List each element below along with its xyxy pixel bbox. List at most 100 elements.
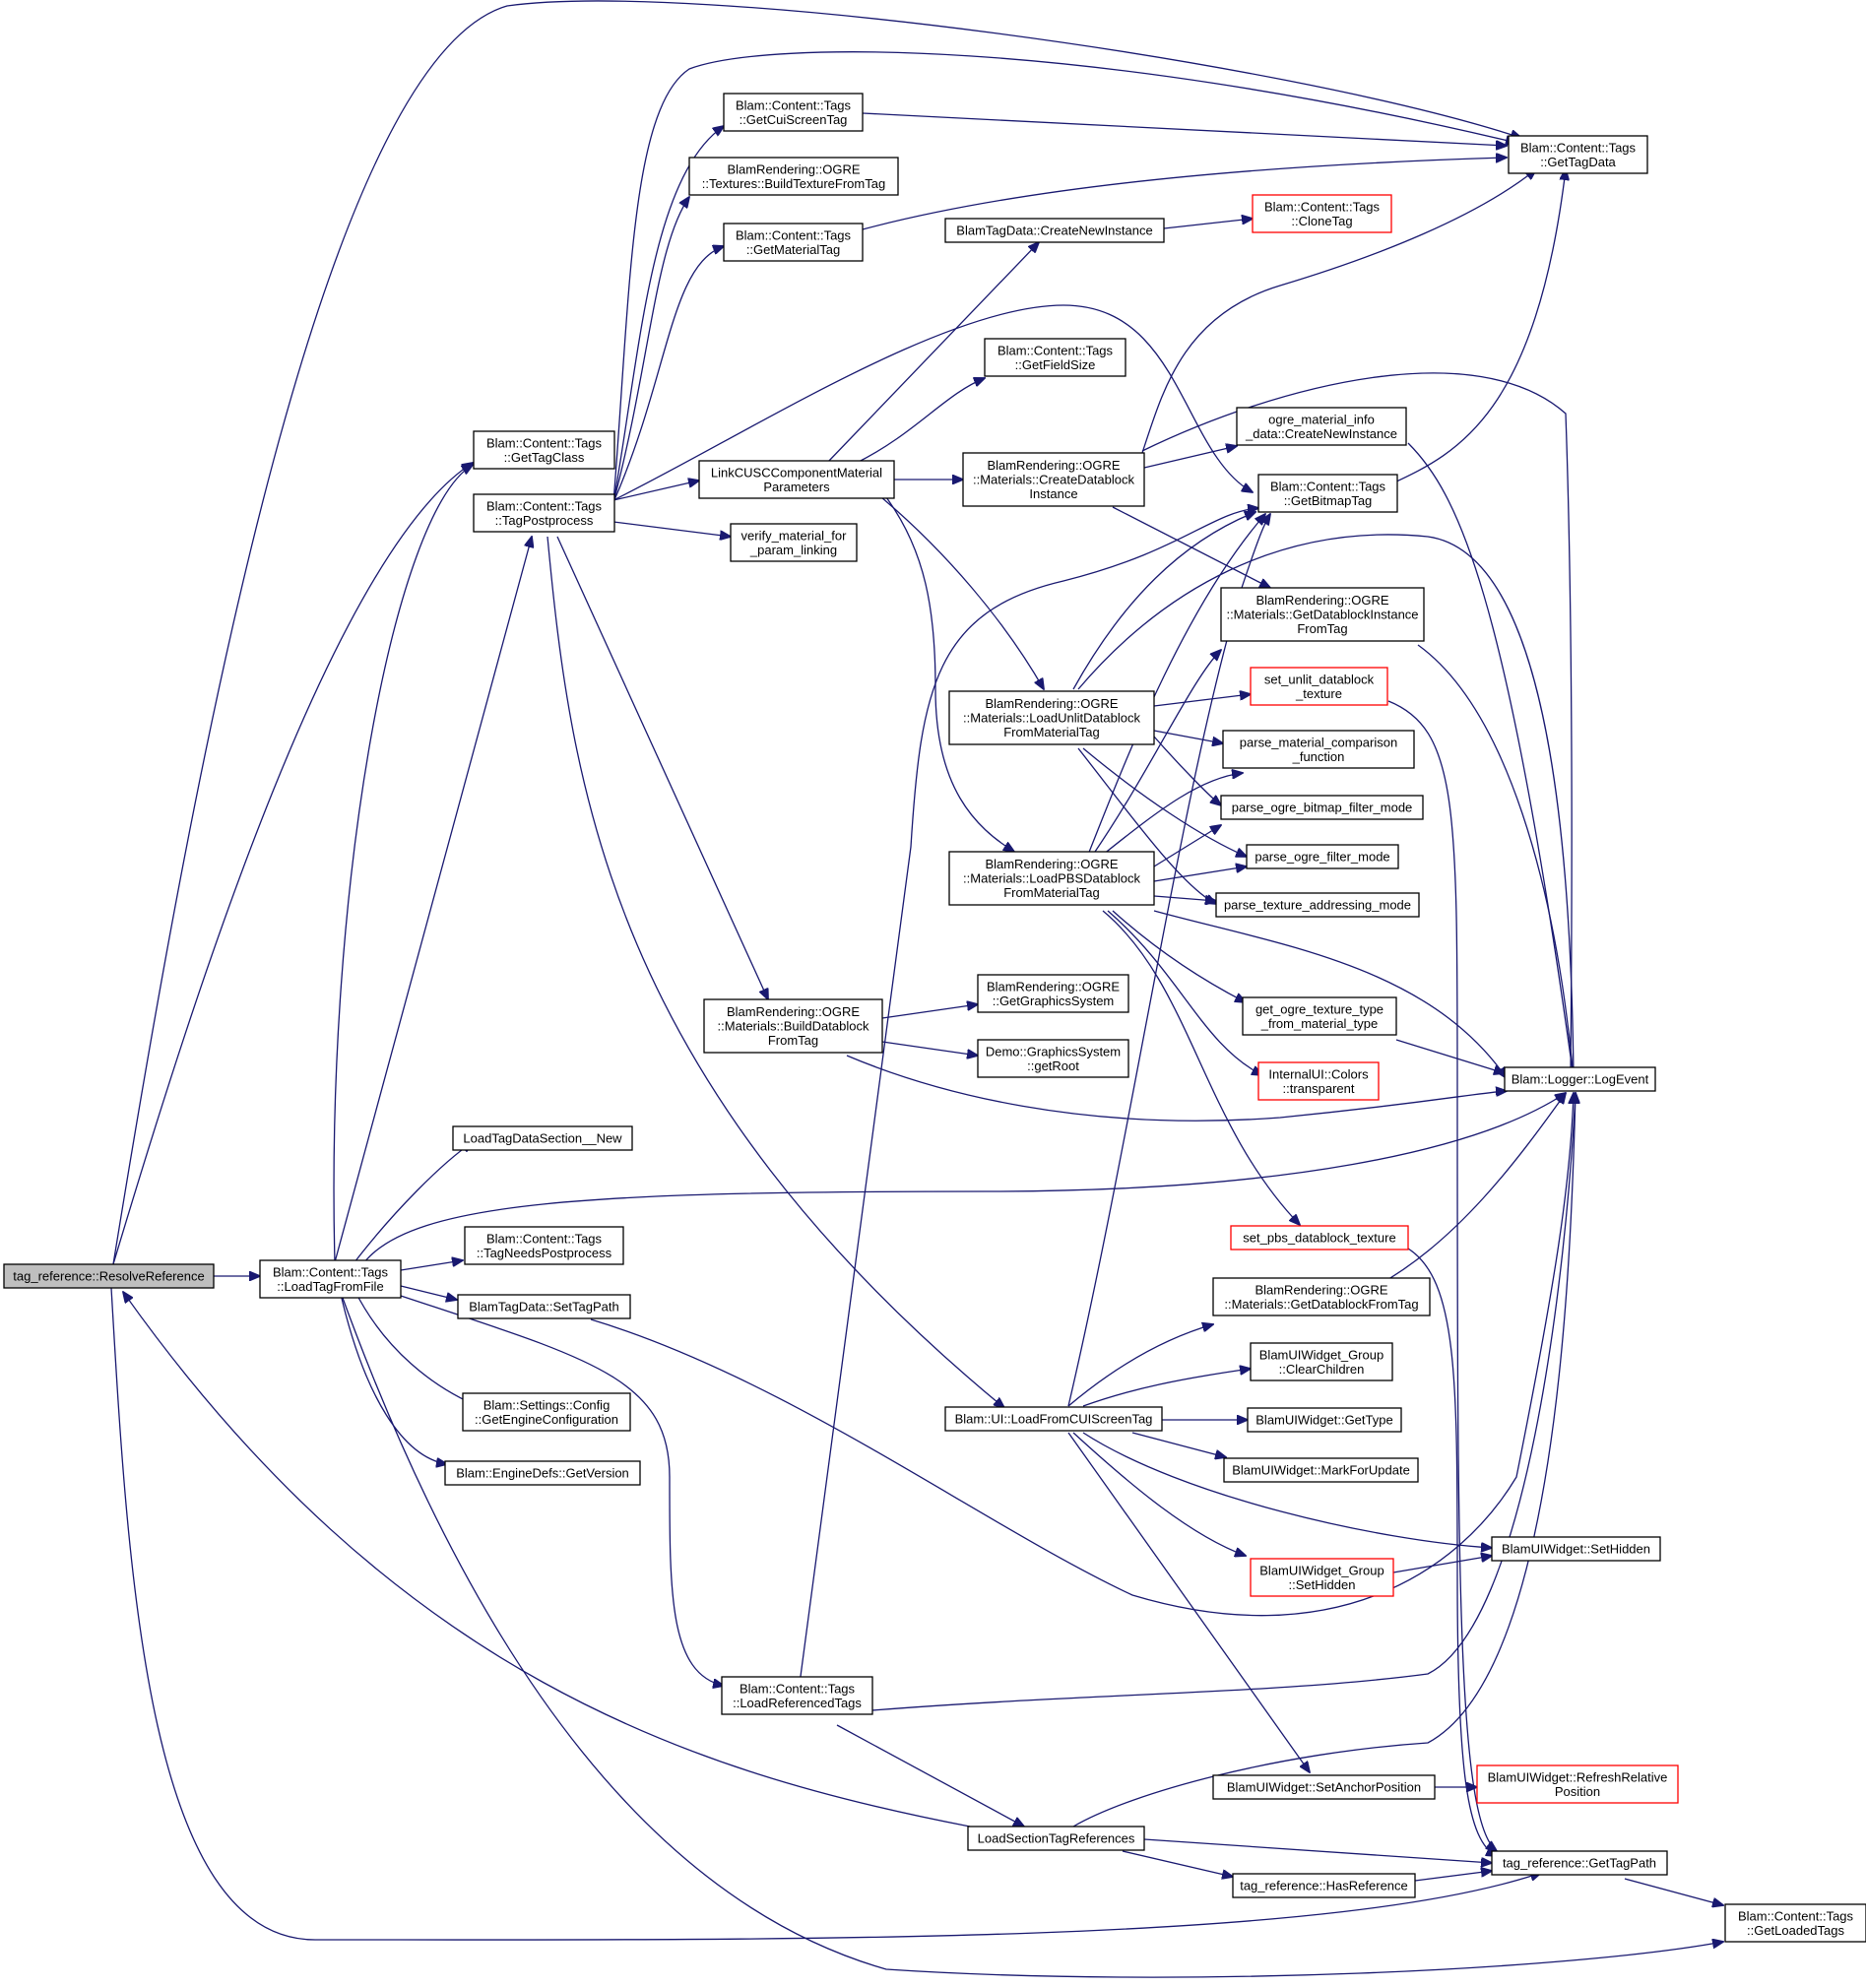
node-load-section-tag-refs[interactable]: LoadSectionTagReferences (967, 1826, 1145, 1851)
node-get-version[interactable]: Blam::EngineDefs::GetVersion (444, 1460, 641, 1486)
node-get-type[interactable]: BlamUIWidget::GetType (1247, 1407, 1402, 1433)
node-box (948, 851, 1155, 906)
node-label: ::Textures::BuildTextureFromTag (702, 176, 885, 191)
node-log-event[interactable]: Blam::Logger::LogEvent (1504, 1066, 1656, 1092)
edge-hasreference-to-gettagpath (1414, 1871, 1492, 1882)
node-clear-children[interactable]: BlamUIWidget_Group::ClearChildren (1250, 1342, 1393, 1381)
edge-loadunlit-to-getbitmaptag (1072, 512, 1255, 690)
node-label: Blam::Content::Tags (736, 97, 852, 112)
node-set-pbs[interactable]: set_pbs_datablock_texture (1230, 1225, 1409, 1251)
node-tag-postprocess[interactable]: Blam::Content::Tags::TagPostprocess (473, 493, 615, 533)
node-get-field-size[interactable]: Blam::Content::Tags::GetFieldSize (984, 338, 1126, 377)
node-load-from-cui[interactable]: Blam::UI::LoadFromCUIScreenTag (944, 1406, 1163, 1432)
edge-loadunlit-to-parsecomparison (1153, 730, 1223, 743)
node-get-bitmap-tag[interactable]: Blam::Content::Tags::GetBitmapTag (1257, 474, 1398, 513)
node-parse-filter-mode[interactable]: parse_ogre_filter_mode (1246, 844, 1399, 869)
node-mark-for-update[interactable]: BlamUIWidget::MarkForUpdate (1223, 1457, 1419, 1483)
node-label: ::Materials::CreateDatablock (973, 473, 1135, 487)
edge-getbitmaptag-to-gettagdata (1393, 169, 1566, 483)
node-get-loaded-tags[interactable]: Blam::Content::Tags::GetLoadedTags (1724, 1903, 1866, 1943)
node-box (1222, 730, 1415, 769)
node-box (962, 452, 1145, 507)
node-label: BlamUIWidget_Group (1259, 1347, 1383, 1362)
node-clone-tag[interactable]: Blam::Content::Tags::CloneTag (1252, 194, 1392, 233)
node-parse-addressing[interactable]: parse_texture_addressing_mode (1215, 892, 1420, 918)
node-label: BlamRendering::OGRE (1255, 1282, 1387, 1297)
node-load-pbs[interactable]: BlamRendering::OGRE::Materials::LoadPBSD… (948, 851, 1155, 906)
node-tag-needs-postprocess[interactable]: Blam::Content::Tags::TagNeedsPostprocess (464, 1226, 624, 1265)
node-get-engine-config[interactable]: Blam::Settings::Config::GetEngineConfigu… (462, 1392, 631, 1432)
node-box (967, 1826, 1145, 1851)
edge-loadreferencedtags-to-loadsectiontagrefs (836, 1724, 1024, 1827)
node-get-datablock-instance-from-tag[interactable]: BlamRendering::OGRE::Materials::GetDatab… (1220, 587, 1425, 642)
node-label: BlamRendering::OGRE (987, 979, 1120, 994)
edge-loadpbs-to-parsecomparison (1102, 773, 1243, 856)
node-label: BlamRendering::OGRE (985, 857, 1118, 871)
node-box (1250, 1342, 1393, 1381)
node-create-new-instance[interactable]: BlamTagData::CreateNewInstance (944, 218, 1165, 243)
edge-tagpostprocess-to-verifymaterial (612, 521, 731, 537)
edge-loadfromcui-to-getbitmaptag (1067, 514, 1270, 1407)
edge-tagpostprocess-to-getbitmaptag (612, 304, 1253, 501)
node-get-cui-screen-tag[interactable]: Blam::Content::Tags::GetCuiScreenTag (723, 93, 864, 132)
node-group-set-hidden[interactable]: BlamUIWidget_Group::SetHidden (1250, 1558, 1394, 1597)
node-load-tag-data-section[interactable]: LoadTagDataSection__New (452, 1125, 633, 1151)
edge-loadsectiontagrefs-to-logevent (1072, 1093, 1576, 1828)
node-get-ogre-texture-type[interactable]: get_ogre_texture_type_from_material_type (1242, 996, 1397, 1036)
node-load-from-file[interactable]: Blam::Content::Tags::LoadTagFromFile (259, 1259, 402, 1299)
node-label: BlamUIWidget_Group (1259, 1563, 1383, 1577)
node-label: BlamRendering::OGRE (985, 696, 1118, 711)
node-load-unlit[interactable]: BlamRendering::OGRE::Materials::LoadUnli… (948, 690, 1155, 745)
node-label: BlamUIWidget::MarkForUpdate (1232, 1463, 1410, 1478)
edge-getdatablockinstance-to-logevent (1417, 644, 1574, 1078)
node-create-datablock-instance[interactable]: BlamRendering::OGRE::Materials::CreateDa… (962, 452, 1145, 507)
node-verify-material[interactable]: verify_material_for_param_linking (730, 523, 858, 562)
node-resolve[interactable]: tag_reference::ResolveReference (3, 1263, 215, 1289)
node-box (977, 1039, 1129, 1078)
node-get-tag-path[interactable]: tag_reference::GetTagPath (1491, 1850, 1668, 1876)
node-colors-transparent[interactable]: InternalUI::Colors::transparent (1257, 1061, 1380, 1101)
node-label: Blam::Settings::Config (483, 1397, 611, 1412)
node-box (698, 460, 895, 499)
node-label: Blam::Content::Tags (997, 343, 1114, 357)
edge-loadfromcui-to-groupsethidden (1072, 1432, 1246, 1556)
node-label: ::Materials::LoadUnlitDatablock (963, 711, 1140, 726)
node-box (1257, 474, 1398, 513)
node-get-root[interactable]: Demo::GraphicsSystem::getRoot (977, 1039, 1129, 1078)
node-parse-bitmap-filter[interactable]: parse_ogre_bitmap_filter_mode (1220, 795, 1424, 820)
edge-loadfromcui-to-sethidden (1082, 1432, 1492, 1548)
node-ogre-material-info[interactable]: ogre_material_info_data::CreateNewInstan… (1236, 407, 1407, 446)
node-set-unlit[interactable]: set_unlit_datablock_texture (1250, 667, 1388, 706)
node-box (723, 93, 864, 132)
node-parse-comparison[interactable]: parse_material_comparison_function (1222, 730, 1415, 769)
node-get-tag-data[interactable]: Blam::Content::Tags::GetTagData (1508, 135, 1648, 174)
node-label: ::Materials::BuildDatablock (718, 1019, 869, 1034)
node-set-anchor-position[interactable]: BlamUIWidget::SetAnchorPosition (1212, 1774, 1436, 1800)
node-build-texture-from-tag[interactable]: BlamRendering::OGRE::Textures::BuildText… (688, 157, 899, 196)
node-box (1491, 1536, 1661, 1562)
node-set-hidden[interactable]: BlamUIWidget::SetHidden (1491, 1536, 1661, 1562)
edge-loadfromfile-to-tagneedspostprocess (400, 1260, 463, 1271)
edge-loadfromcui-to-clearchildren (1082, 1369, 1251, 1407)
edge-loadpbs-to-getdatablockinstance (1092, 650, 1221, 856)
edge-loadreferencedtags-to-getbitmaptag (799, 508, 1258, 1685)
node-get-graphics-system[interactable]: BlamRendering::OGRE::GetGraphicsSystem (977, 974, 1129, 1013)
node-get-tag-class[interactable]: Blam::Content::Tags::GetTagClass (473, 430, 615, 470)
node-load-referenced-tags[interactable]: Blam::Content::Tags::LoadReferencedTags (721, 1676, 873, 1715)
edge-loadfromfile-to-loadtagdatasection (354, 1142, 473, 1263)
node-box (984, 338, 1126, 377)
node-get-datablock-from-tag[interactable]: BlamRendering::OGRE::Materials::GetDatab… (1212, 1277, 1431, 1316)
node-label: ::GetLoadedTags (1747, 1923, 1845, 1938)
node-get-material-tag[interactable]: Blam::Content::Tags::GetMaterialTag (723, 223, 864, 262)
node-label: BlamRendering::OGRE (987, 458, 1120, 473)
node-box (1220, 587, 1425, 642)
edge-tagpostprocess-to-getmaterialtag (612, 246, 724, 503)
node-has-reference[interactable]: tag_reference::HasReference (1232, 1873, 1416, 1898)
node-set-tag-path[interactable]: BlamTagData::SetTagPath (457, 1294, 631, 1319)
edge-setpbs-to-gettagpath (1407, 1248, 1497, 1856)
edge-loadfromfile-to-tagpostprocess (334, 537, 532, 1263)
node-build-datablock[interactable]: BlamRendering::OGRE::Materials::BuildDat… (703, 998, 883, 1054)
node-label: parse_ogre_filter_mode (1255, 850, 1389, 865)
